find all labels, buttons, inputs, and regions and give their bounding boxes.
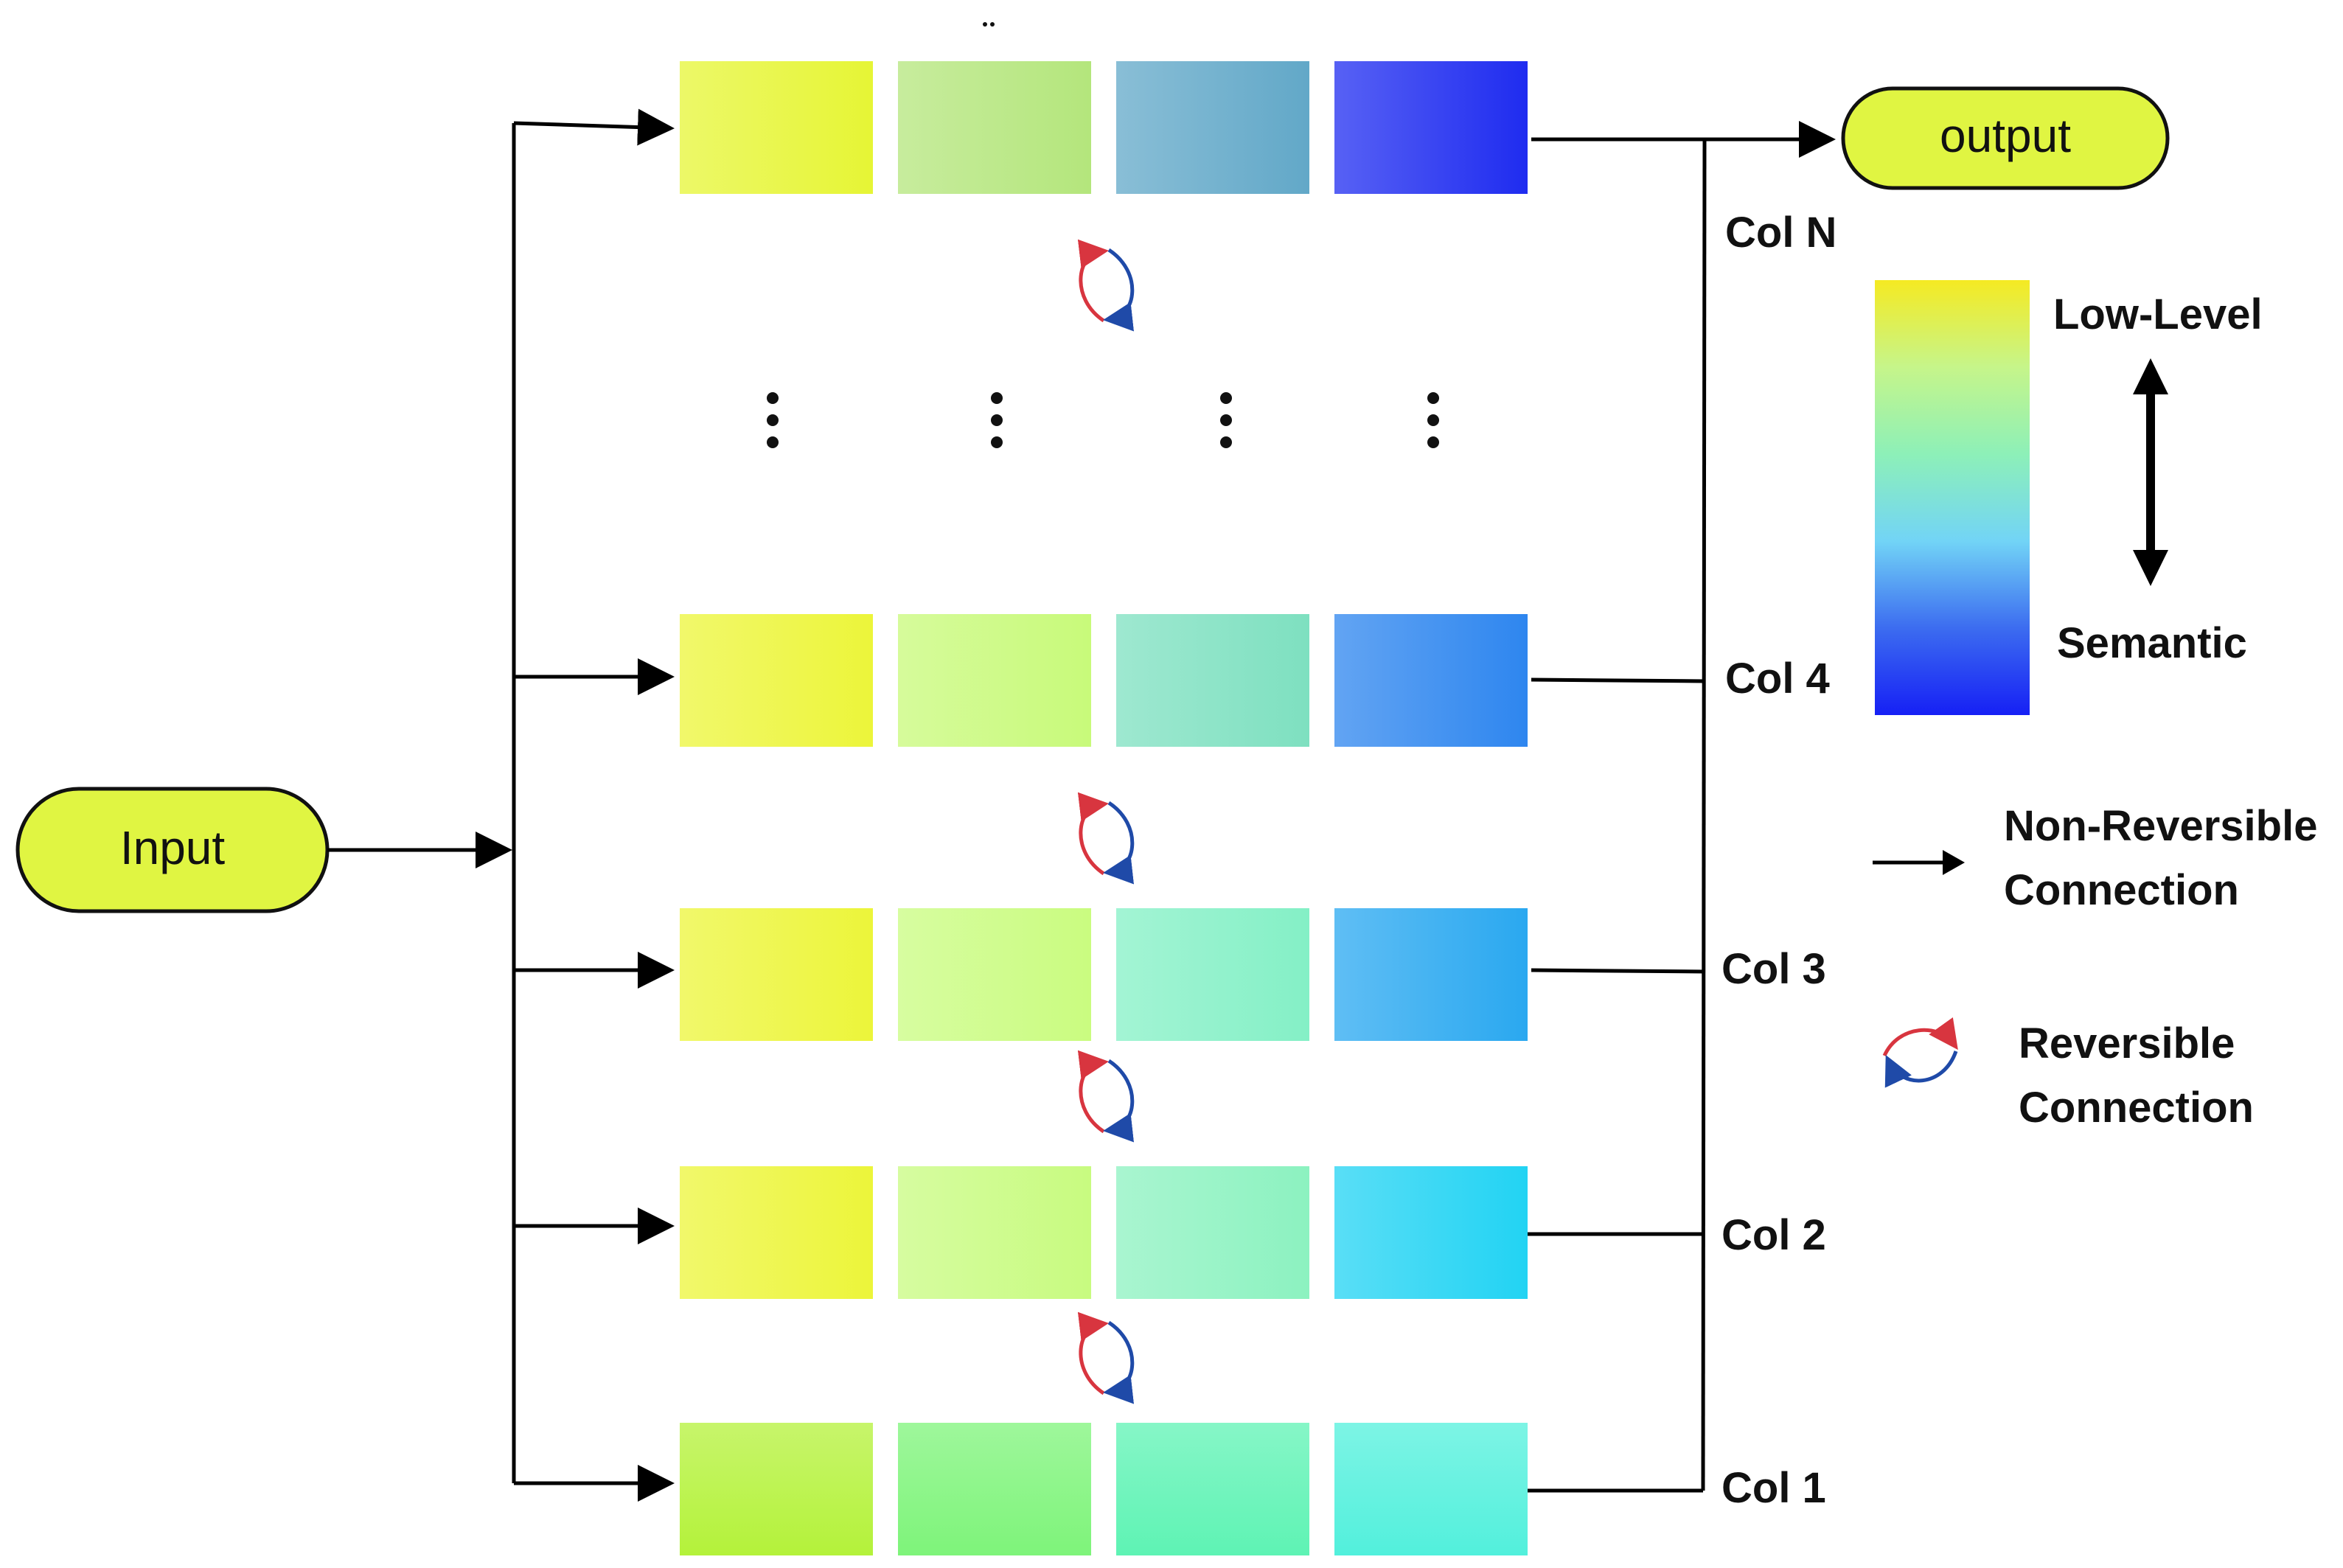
feature-block (680, 1166, 873, 1299)
legend-non-reversible-line2: Connection (2004, 866, 2239, 914)
reversible-arrows-icon (1077, 239, 1135, 332)
feature-block (680, 61, 873, 194)
feature-block (680, 614, 873, 747)
feature-block (1334, 908, 1528, 1041)
feature-block (680, 1423, 873, 1555)
output-node: output (1841, 86, 2170, 190)
reversible-connection-icons (1077, 239, 1135, 1404)
col-label-4: Col 4 (1725, 655, 1830, 703)
feature-block (898, 1423, 1091, 1555)
feature-block (1334, 614, 1528, 747)
feature-block (1116, 614, 1309, 747)
output-label: output (1940, 109, 2071, 162)
feature-block (1334, 1166, 1528, 1299)
col-label-1: Col 1 (1721, 1464, 1826, 1512)
feature-block (1334, 1423, 1528, 1555)
colorbar-top-label: Low-Level (2053, 290, 2263, 338)
feature-block (898, 908, 1091, 1041)
colorbar-bottom-label: Semantic (2057, 619, 2247, 667)
feature-block (1116, 908, 1309, 1041)
legend-non-reversible-line1: Non-Reversible (2004, 802, 2317, 850)
feature-block (1334, 61, 1528, 194)
colorbar-gradient (1875, 280, 2030, 715)
reversible-arrows-icon (1077, 1311, 1135, 1404)
semantic-colorbar: Low-Level Semantic (1875, 280, 2263, 715)
reversible-arrows-icon (1077, 792, 1135, 885)
feature-block (680, 908, 873, 1041)
legend: Non-Reversible Connection Reversible Con… (1873, 802, 2317, 1132)
col-label-3: Col 3 (1721, 945, 1826, 993)
legend-reversible-line2: Connection (2019, 1084, 2254, 1132)
col-label-2: Col 2 (1721, 1211, 1826, 1259)
legend-reversible-icon (1882, 1017, 1958, 1088)
feature-block (898, 61, 1091, 194)
double-headed-arrow-icon (2133, 358, 2168, 586)
legend-reversible-line1: Reversible (2019, 1020, 2235, 1067)
feature-block (898, 614, 1091, 747)
feature-block (1116, 61, 1309, 194)
feature-block (1116, 1423, 1309, 1555)
feature-block (898, 1166, 1091, 1299)
input-node: Input (15, 787, 330, 913)
col-label-n: Col N (1725, 209, 1837, 257)
input-label: Input (120, 821, 226, 874)
input-connections (327, 108, 675, 1502)
reversible-arrows-icon (1077, 1050, 1135, 1143)
column-blocks (680, 61, 1528, 1555)
legend-arrow-icon (1873, 850, 1965, 875)
output-connections (1524, 121, 1836, 1493)
feature-block (1116, 1166, 1309, 1299)
ellipsis-dots (767, 22, 1439, 448)
